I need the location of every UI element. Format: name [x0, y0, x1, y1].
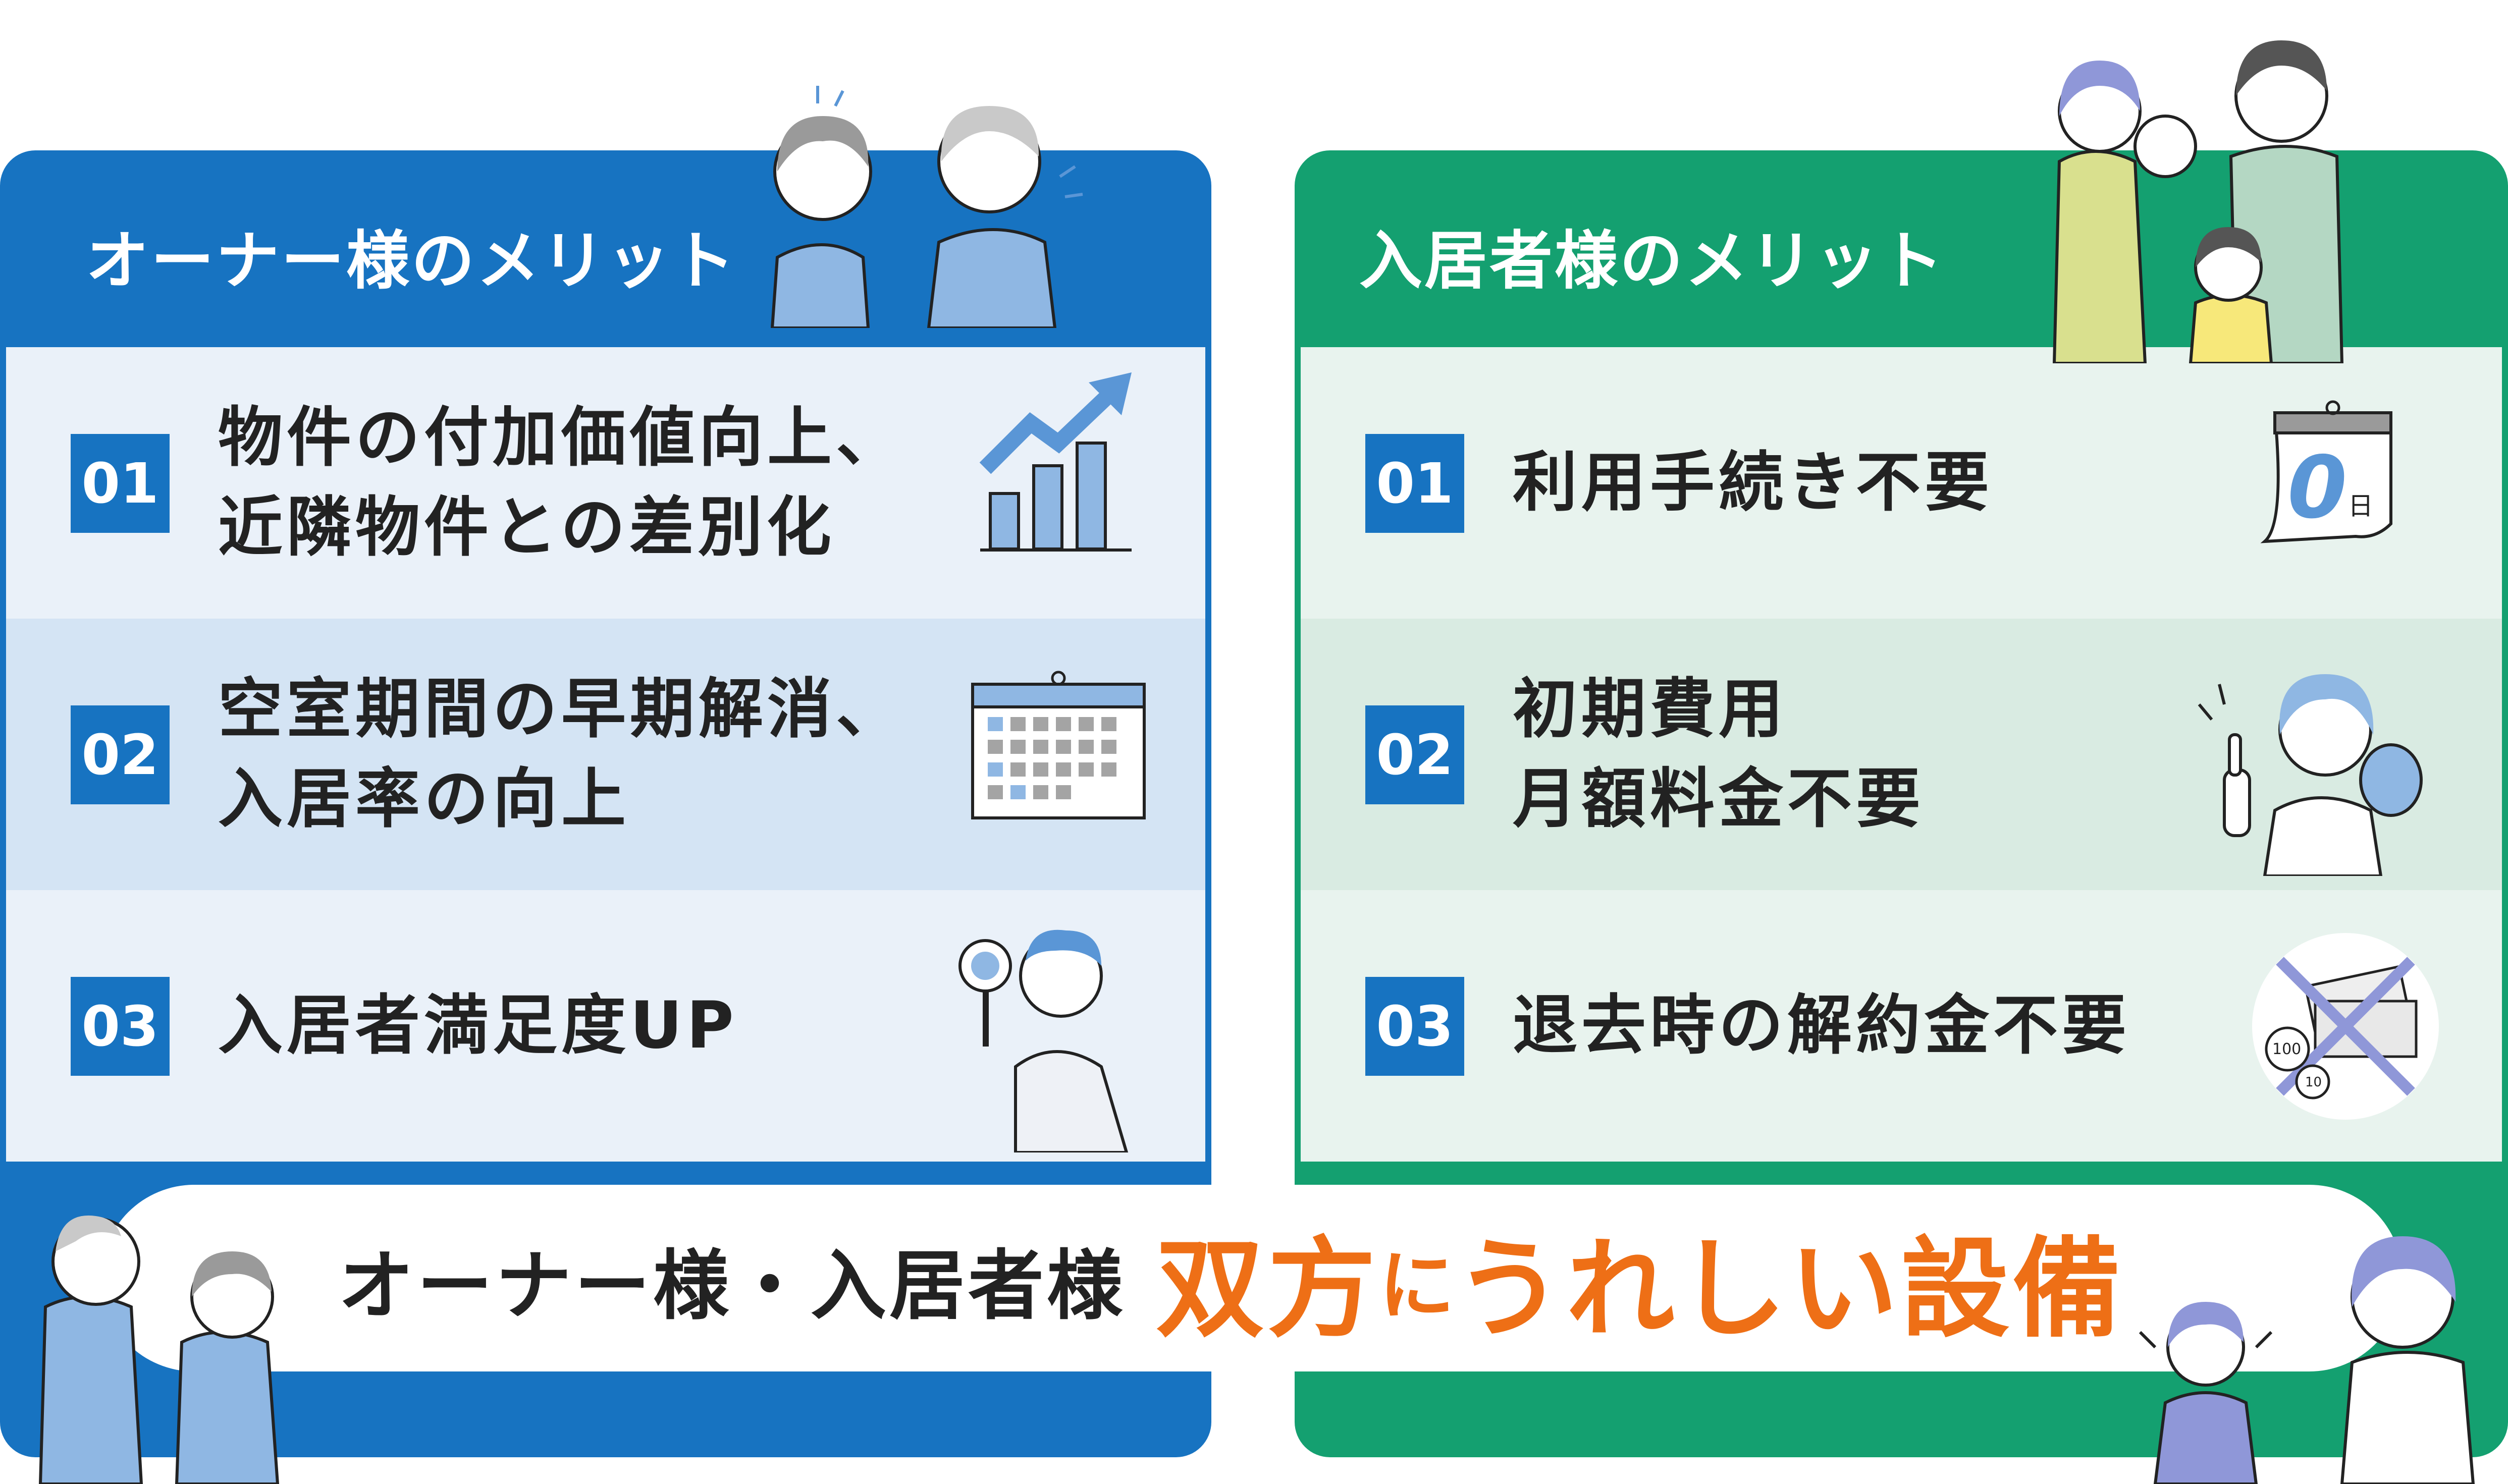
- zero-day-digit: 0: [2287, 438, 2347, 538]
- owner-merit-text-1: 物件の付加価値向上、 近隣物件との差別化: [218, 347, 904, 619]
- coin-100-label: 100: [2272, 1040, 2302, 1058]
- tenant-merit-2-line2: 月額料金不要: [1513, 761, 1925, 837]
- tenant-merit-row-3: 03 退去時の解約金不要 100 10: [1301, 890, 2502, 1162]
- owner-merit-number-2: 02: [71, 705, 170, 804]
- banner-text: オーナー様・入居者様 双方 に うれしい設備: [338, 1191, 2124, 1367]
- no-cancellation-fee-icon: 100 10: [2250, 930, 2441, 1122]
- tenant-merit-3-line1: 退去時の解約金不要: [1513, 988, 2131, 1063]
- coin-10-label: 10: [2305, 1075, 2322, 1090]
- banner-highlight-2: うれしい設備: [1455, 1225, 2124, 1352]
- owner-merit-text-2: 空室期間の早期解消、 入居率の向上: [218, 619, 904, 890]
- tenant-merit-text-1: 利用手続き不要: [1513, 347, 1993, 619]
- owner-merit-text-3: 入居者満足度UP: [218, 890, 738, 1162]
- elderly-couple-illustration: [770, 86, 1083, 328]
- tenant-merit-row-2: 02 初期費用 月額料金不要: [1301, 619, 2502, 890]
- thinking-couple-illustration: [38, 1215, 280, 1484]
- owner-merit-1-line1: 物件の付加価値向上、: [218, 400, 905, 475]
- zero-day-calendar-shape: [2260, 400, 2392, 543]
- owner-merit-number-3: 03: [71, 977, 170, 1076]
- tenant-merit-text-2: 初期費用 月額料金不要: [1513, 619, 1925, 890]
- owner-merit-1-line2: 近隣物件との差別化: [218, 490, 835, 565]
- tenant-merit-number-1: 01: [1365, 434, 1464, 533]
- banner-highlight-1: 双方: [1156, 1225, 1379, 1352]
- owner-panel: オーナー様のメリット 01 物件の付加価値向上、 近隣物件との差別化 02 空室…: [0, 150, 1211, 1457]
- zero-day-calendar-icon: 0 日: [2255, 398, 2406, 549]
- owner-merit-row-3: 03 入居者満足度UP: [6, 890, 1205, 1162]
- banner-highlight-particle: に: [1379, 1242, 1455, 1330]
- banner-left-text: オーナー様・入居者様: [338, 1242, 1126, 1330]
- owner-merit-3-line1: 入居者満足度UP: [218, 988, 738, 1063]
- tenant-merit-text-3: 退去時の解約金不要: [1513, 890, 2130, 1162]
- tenant-merit-2-line1: 初期費用: [1513, 672, 1788, 747]
- owner-merit-2-line1: 空室期間の早期解消、: [218, 672, 905, 747]
- calendar-icon: [971, 671, 1146, 819]
- bottom-banner: [101, 1185, 2403, 1371]
- owner-panel-title: オーナー様のメリット: [86, 225, 737, 298]
- tenant-merit-number-2: 02: [1365, 705, 1464, 804]
- owner-merit-2-line2: 入居率の向上: [218, 761, 630, 837]
- excited-mother-child-illustration: [2139, 1236, 2475, 1484]
- zero-day-unit: 日: [2348, 491, 2373, 521]
- growth-chart-icon: [979, 372, 1132, 552]
- owner-merit-row-2: 02 空室期間の早期解消、 入居率の向上: [6, 619, 1205, 890]
- tenant-panel-title: 入居者様のメリット: [1359, 225, 1945, 298]
- family-illustration: [2052, 40, 2344, 363]
- tenant-merit-row-1: 01 利用手続き不要 0 日: [1301, 347, 2502, 619]
- money-crossed-shape: [2252, 933, 2439, 1120]
- woman-with-purse-icon: [2198, 674, 2423, 876]
- tenant-merit-1-line1: 利用手続き不要: [1513, 445, 1994, 520]
- man-with-magnifier-icon: [958, 929, 1129, 1152]
- owner-merit-number-1: 01: [71, 434, 170, 533]
- owner-merit-row-1: 01 物件の付加価値向上、 近隣物件との差別化: [6, 347, 1205, 619]
- tenant-merit-number-3: 03: [1365, 977, 1464, 1076]
